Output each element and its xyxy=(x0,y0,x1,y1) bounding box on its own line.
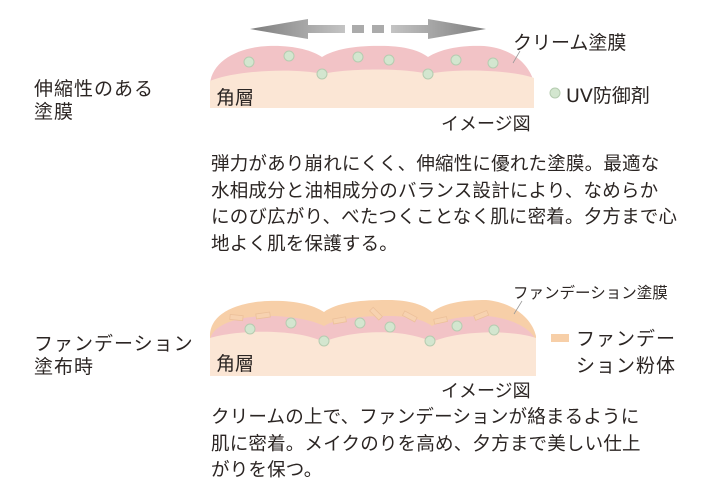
uv-particle xyxy=(384,321,396,333)
section2-side-label: ファンデーション 塗布時 xyxy=(34,333,194,379)
paragraph-line: 肌に密着。メイクのりを高め、夕方まで美しい仕上 xyxy=(211,433,641,455)
section2-skin-label: 角層 xyxy=(216,353,255,375)
section1-skin-label: 角層 xyxy=(216,87,255,109)
section1-paragraph: 弾力があり崩れにくく、伸縮性に優れた塗膜。最適な 水相成分と油相成分のバランス設… xyxy=(211,152,677,258)
uv-particle xyxy=(487,57,499,69)
arrow-dash xyxy=(352,25,364,33)
section1-side-label-line: 伸縮性のある xyxy=(34,78,155,100)
uv-particle xyxy=(316,68,328,80)
uv-particle xyxy=(318,335,330,347)
uv-particle xyxy=(285,317,297,329)
paragraph-line: にのび広がり、べたつくことなく肌に密着。夕方まで心 xyxy=(211,207,678,228)
arrow-left-head xyxy=(250,19,345,39)
foundation-film-leader-line xyxy=(513,300,523,315)
section2-side-label-line: ファンデーション xyxy=(34,333,194,355)
powder-flake xyxy=(229,313,244,322)
section1-film-label: クリーム塗膜 xyxy=(513,32,627,54)
paragraph-line: 水相成分と油相成分のバランス設計により、なめらか xyxy=(211,180,659,202)
skin-layer xyxy=(210,331,536,376)
section2-image-caption: イメージ図 xyxy=(441,381,531,402)
uv-particle xyxy=(383,54,395,66)
powder-flake xyxy=(473,310,490,321)
section2-film-label: ファンデーション塗膜 xyxy=(513,284,668,302)
powder-flake xyxy=(255,311,271,320)
uv-particle xyxy=(488,324,500,336)
section1-side-label-line: 塗膜 xyxy=(34,101,75,123)
uv-particle xyxy=(243,56,255,68)
powder-legend-label: ファンデー ション粉体 xyxy=(576,326,676,380)
uv-particle xyxy=(283,50,295,62)
uv-particle xyxy=(450,54,462,66)
stretch-arrow xyxy=(250,19,486,39)
arrow-dash xyxy=(372,25,384,33)
uv-particle xyxy=(422,68,434,80)
uv-particle xyxy=(424,335,436,347)
section1-image-caption: イメージ図 xyxy=(441,114,531,135)
uv-legend-swatch xyxy=(549,87,561,99)
skin-layer xyxy=(210,69,534,108)
paragraph-line: 地よく肌を保護する。 xyxy=(211,233,399,255)
powder-legend-swatch xyxy=(551,334,569,342)
paragraph-line: がりを保つ。 xyxy=(211,460,323,481)
uv-particle xyxy=(352,51,364,63)
section2-paragraph: クリームの上で、ファンデーションが絡まるように 肌に密着。メイクのりを高め、夕方… xyxy=(211,405,641,485)
foundation-powder-flakes xyxy=(229,306,490,325)
uv-particle xyxy=(451,320,463,332)
uv-particle xyxy=(244,323,256,335)
section2-side-label-line: 塗布時 xyxy=(34,356,95,378)
uv-legend-label: UV防御剤 xyxy=(566,85,650,107)
cream-film-leader-line xyxy=(512,50,521,64)
powder-flake xyxy=(369,306,383,321)
uv-particles xyxy=(244,317,500,347)
powder-legend-line: ファンデー xyxy=(576,328,677,350)
powder-flake xyxy=(401,310,418,323)
arrow-right-head xyxy=(391,19,486,39)
uv-particles xyxy=(243,50,499,80)
powder-legend-line: ション粉体 xyxy=(576,355,677,377)
section1-side-label: 伸縮性のある 塗膜 xyxy=(34,78,154,124)
uv-particle xyxy=(354,317,366,329)
paragraph-line: クリームの上で、ファンデーションが絡まるように xyxy=(211,407,640,428)
paragraph-line: 弾力があり崩れにくく、伸縮性に優れた塗膜。最適な xyxy=(211,154,660,175)
powder-flake xyxy=(433,316,448,325)
powder-flake xyxy=(332,316,347,325)
